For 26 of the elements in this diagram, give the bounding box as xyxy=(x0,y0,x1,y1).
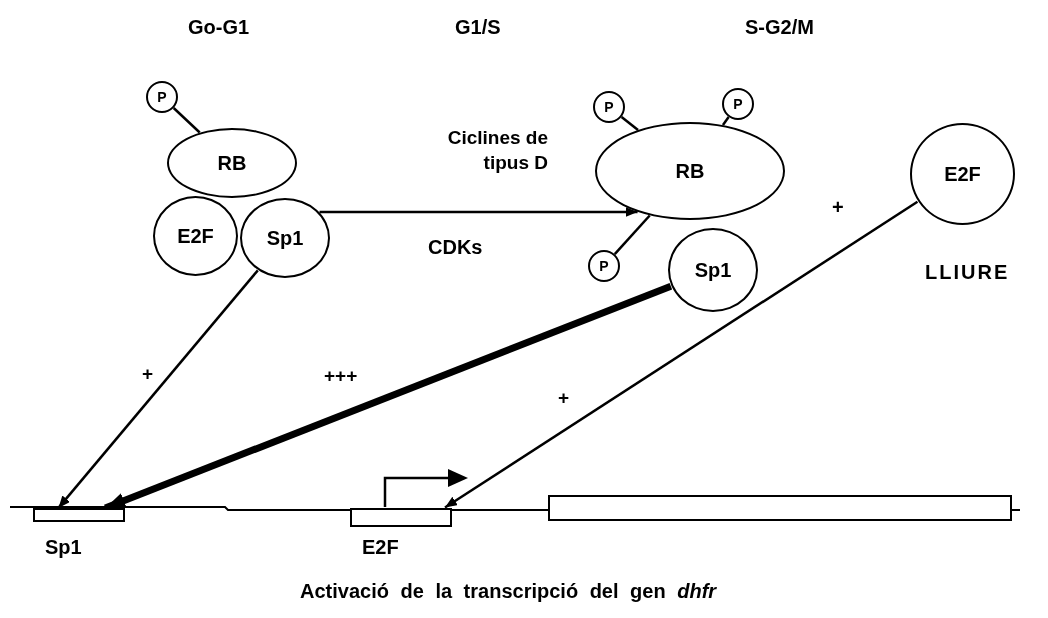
phosphate-circle: P xyxy=(588,250,620,282)
connector-line xyxy=(620,115,639,131)
text-label: + xyxy=(832,196,844,219)
node-caption: LLIURE xyxy=(925,261,1010,284)
protein-ellipse: Sp1 xyxy=(668,228,758,312)
text-label: CDKs xyxy=(428,236,483,259)
phase-heading: G1/S xyxy=(455,16,501,39)
protein-ellipse: Sp1 xyxy=(240,198,330,278)
phosphate-circle: P xyxy=(593,91,625,123)
arrow xyxy=(444,200,919,509)
arrow xyxy=(319,207,638,217)
protein-ellipse: RB xyxy=(595,122,785,220)
phase-heading: S-G2/M xyxy=(745,16,814,39)
connector-line xyxy=(613,214,651,255)
phase-heading: Go-G1 xyxy=(188,16,250,39)
phosphate-circle: P xyxy=(722,88,754,120)
protein-ellipse: E2F xyxy=(910,123,1015,225)
phosphate-circle: P xyxy=(146,81,178,113)
connector-line xyxy=(172,107,201,134)
site-label: Sp1 xyxy=(45,536,82,559)
caption: Activació de la transcripció del gen dhfr xyxy=(300,580,717,603)
protein-ellipse: RB xyxy=(167,128,297,198)
gene-box xyxy=(548,495,1012,521)
arrow xyxy=(57,269,259,509)
protein-ellipse: E2F xyxy=(153,196,238,276)
site-label: E2F xyxy=(362,536,399,559)
